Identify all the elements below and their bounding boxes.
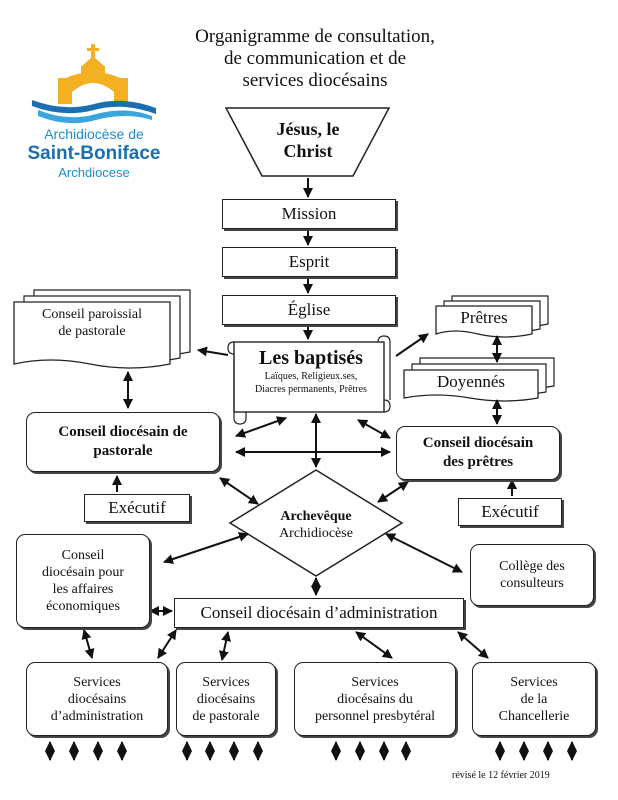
arrow-admin-svc2: [218, 631, 232, 661]
node-affaires-economiques: Conseil diocésain pour les affaires écon…: [16, 534, 150, 628]
node-svc2-line-3: de pastorale: [192, 708, 260, 724]
node-affaires-line-1: Conseil: [61, 548, 105, 563]
revision-date: révisé le 12 février 2019: [452, 770, 550, 781]
bottom-arrows: [45, 741, 577, 761]
doyennes-stack: [403, 357, 555, 402]
node-services-personnel-presbyteral: Services diocésains du personnel presbyt…: [294, 662, 456, 736]
node-eglise: Église: [222, 295, 396, 325]
node-mission: Mission: [222, 199, 396, 229]
node-pretres: Prêtres: [436, 308, 532, 328]
arrow-baptises-cdp: [235, 416, 287, 438]
arrow-archeveque-affaires: [163, 532, 249, 564]
node-cdp-line-1: Conseil diocésain de: [58, 424, 188, 440]
node-executif-right: Exécutif: [458, 498, 562, 526]
node-svc3-line-3: personnel presbytéral: [314, 708, 436, 724]
node-esprit: Esprit: [222, 247, 396, 277]
jesus-trapezoid: [224, 107, 391, 177]
node-svc4-line-1: Services: [510, 674, 558, 690]
pretres-stack: [435, 295, 549, 338]
node-conseil-paroissial: Conseil paroissial de pastorale: [20, 306, 164, 340]
title-line-2: de communication et de: [223, 48, 407, 69]
node-executif-right-label: Exécutif: [481, 502, 539, 521]
arrow-admin-svc1: [157, 629, 177, 659]
logo-text-line-1: Archidiocèse de: [44, 126, 144, 142]
node-executif-left: Exécutif: [84, 494, 190, 522]
title-line-3: services diocésains: [242, 70, 388, 91]
node-svc2-line-1: Services: [202, 674, 250, 690]
node-pretres-label: Prêtres: [460, 308, 508, 327]
arrow-baptises-cdpr: [357, 419, 391, 439]
node-college-consulteurs: Collège des consulteurs: [470, 544, 594, 606]
title-line-1: Organigramme de consultation,: [195, 26, 435, 47]
logo-text-line-2: Saint-Boniface: [27, 143, 161, 164]
arrow-baptises-paroissial: [197, 346, 229, 357]
page-title: Organigramme de consultation, de communi…: [150, 26, 480, 92]
node-svc2-line-2: diocésains: [196, 691, 256, 707]
arrow-admin-svc3: [355, 631, 393, 659]
node-college-line-2: consulteurs: [500, 576, 564, 591]
node-baptises-title: Les baptisés: [259, 347, 363, 369]
node-conseil-paroissial-line-2: de pastorale: [58, 324, 126, 339]
arrow-archeveque-college: [385, 533, 463, 573]
node-baptises-sub-2: Diacres permanents, Prêtres: [255, 384, 367, 395]
node-conseil-administration: Conseil diocésain d’administration: [174, 598, 464, 628]
node-doyennes: Doyennés: [404, 372, 538, 392]
baptises-scroll: [227, 335, 391, 425]
node-svc1-line-1: Services: [73, 674, 121, 690]
conseil-paroissial-stack: [13, 289, 191, 369]
node-cdpr-line-2: des prêtres: [442, 454, 514, 470]
node-baptises: Les baptisés Laïques, Religieux.ses, Dia…: [238, 346, 384, 396]
node-affaires-line-2: diocésain pour: [41, 565, 125, 580]
arrow-affaires-svc1: [81, 629, 95, 659]
archdiocese-logo: Archidiocèse de Saint-Boniface Archdioce…: [24, 42, 164, 182]
node-mission-label: Mission: [281, 204, 337, 223]
node-cdp-line-2: pastorale: [93, 443, 153, 459]
node-services-pastorale: Services diocésains de pastorale: [176, 662, 276, 736]
arrow-cdpr-archeveque: [377, 481, 409, 503]
node-jesus: Jésus, le Christ: [262, 118, 354, 162]
node-executif-left-label: Exécutif: [108, 498, 166, 517]
node-services-administration: Services diocésains d’administration: [26, 662, 168, 736]
node-conseil-paroissial-line-1: Conseil paroissial: [42, 307, 142, 322]
node-jesus-label: Jésus, le Christ: [276, 119, 340, 161]
node-affaires-line-4: économiques: [46, 599, 120, 614]
node-svc3-line-2: diocésains du: [337, 691, 413, 707]
node-doyennes-label: Doyennés: [437, 372, 505, 391]
node-baptises-sub-1: Laïques, Religieux.ses,: [264, 371, 358, 382]
node-svc1-line-3: d’administration: [50, 708, 144, 724]
node-administration-label: Conseil diocésain d’administration: [200, 603, 438, 622]
node-esprit-label: Esprit: [288, 252, 330, 271]
logo-text-line-3: Archdiocese: [58, 165, 130, 180]
node-svc3-line-1: Services: [351, 674, 399, 690]
node-svc1-line-2: diocésains: [67, 691, 127, 707]
node-college-line-1: Collège des: [499, 559, 565, 574]
node-conseil-diocesain-pretres: Conseil diocésain des prêtres: [396, 426, 560, 480]
arrow-baptises-pretres: [395, 333, 429, 357]
node-conseil-diocesain-pastorale: Conseil diocésain de pastorale: [26, 412, 220, 472]
node-svc4-line-2: de la: [520, 691, 548, 707]
node-affaires-line-3: les affaires: [52, 582, 114, 597]
node-eglise-label: Église: [287, 300, 331, 319]
node-cdpr-line-1: Conseil diocésain: [422, 435, 534, 451]
arrow-admin-svc4: [457, 631, 489, 659]
node-archeveque-line-2: Archidiocèse: [279, 526, 353, 541]
cathedral-logo-icon: [32, 44, 156, 124]
node-archeveque-line-1: Archevêque: [280, 509, 352, 524]
node-services-chancellerie: Services de la Chancellerie: [472, 662, 596, 736]
node-svc4-line-3: Chancellerie: [498, 708, 570, 724]
node-archeveque: Archevêque Archidiocèse: [256, 508, 376, 542]
arrow-cdp-archeveque: [219, 477, 259, 505]
archeveque-diamond: [228, 469, 404, 577]
